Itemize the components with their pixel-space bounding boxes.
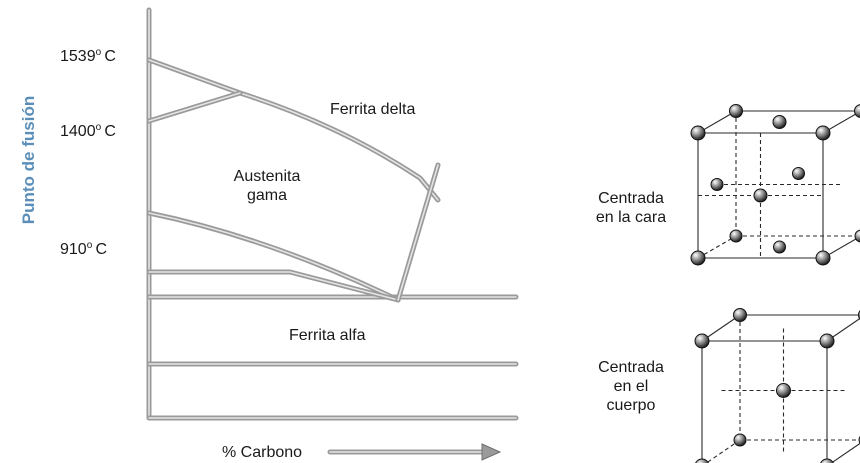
atom <box>792 167 805 180</box>
austenite-lower-boundary-line <box>146 210 401 303</box>
delta-austenite-boundary-line <box>395 162 441 303</box>
region-ferrita-alfa: Ferrita alfa <box>289 327 366 344</box>
y-axis-label: Punto de fusión <box>19 95 38 225</box>
atom <box>694 333 710 349</box>
label-fcc-line2: en la cara <box>595 209 667 226</box>
liquidus-delta-line <box>146 57 441 203</box>
temp-label-910: 910o C <box>60 240 108 259</box>
atom <box>729 104 743 118</box>
atom <box>815 250 831 266</box>
label-bcc-line1: Centrada <box>598 359 664 376</box>
atom <box>815 125 831 141</box>
atom <box>710 178 724 191</box>
phase-lines <box>146 7 519 421</box>
atom <box>854 229 860 243</box>
atom <box>854 104 860 118</box>
region-austenita-line1: Austenita <box>233 168 301 185</box>
delta-solidus-line <box>146 90 243 124</box>
atom <box>690 250 706 266</box>
temp-label-1400: 1400o C <box>60 122 116 141</box>
region-austenita-gama: Austenita gama <box>222 167 312 205</box>
region-ferrita-delta: Ferrita delta <box>330 101 416 118</box>
x-axis-arrow <box>327 443 502 461</box>
atom <box>695 458 709 463</box>
x-axis-label: % Carbono <box>222 444 303 461</box>
fcc-unit-cell <box>690 104 860 266</box>
atom <box>733 433 747 447</box>
atom <box>773 240 786 254</box>
label-fcc: Centrada en la cara <box>586 189 676 227</box>
atom <box>820 458 834 463</box>
bcc-unit-cell <box>694 308 860 463</box>
atom <box>733 308 747 322</box>
temp-label-1539: 1539o C <box>60 47 116 66</box>
atom <box>690 125 706 141</box>
label-bcc-line3: cuerpo <box>606 397 656 414</box>
label-fcc-line1: Centrada <box>598 190 664 207</box>
atom <box>819 333 835 349</box>
atom <box>729 229 743 243</box>
atom <box>772 115 787 129</box>
eutectoid-line <box>146 269 401 303</box>
label-bcc: Centrada en el cuerpo <box>596 358 666 415</box>
region-austenita-line2: gama <box>246 187 288 204</box>
label-bcc-line2: en el <box>613 378 649 395</box>
atom <box>776 383 791 398</box>
atom <box>753 188 768 203</box>
